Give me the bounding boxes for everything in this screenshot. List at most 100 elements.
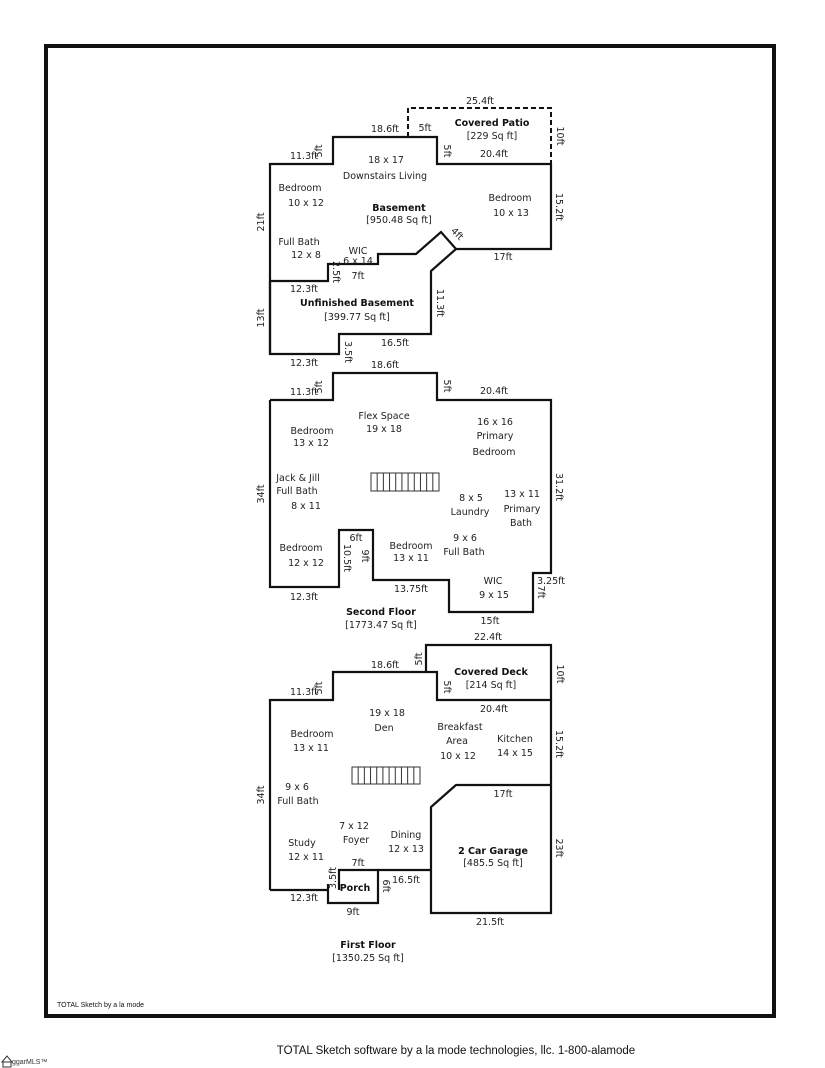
floor-area: [1773.47 Sq ft] [345,620,417,631]
room-dims: 13 x 11 [293,743,329,754]
dimension-label: 15ft [481,616,500,627]
dimension-label: 12.3ft [290,592,318,603]
room-dims: 19 x 18 [369,708,405,719]
dimension-label: 11.3ft [290,151,318,162]
second-floor-outline [268,371,553,614]
room-name: Dining [391,830,422,841]
room-name: Den [374,723,393,734]
room-dims: 13 x 12 [293,438,329,449]
stairs [351,766,421,785]
dimension-label: 4ft [448,226,465,243]
room-dims: 6 x 14 [343,256,373,267]
room-name: Porch [340,883,371,894]
dimension-label: 3.25ft [537,576,565,587]
room-name: WIC [484,576,503,587]
house-icon [0,1055,14,1068]
room-name: Downstairs Living [343,171,427,182]
floor-area: [950.48 Sq ft] [366,215,432,226]
room-name: Bedroom [291,729,334,740]
room-dims: 7 x 12 [339,821,369,832]
room-dims: 16 x 16 [477,417,513,428]
room-dims: 10 x 12 [288,198,324,209]
room-dims: 10 x 13 [493,208,529,219]
dimension-label: 13.75ft [394,584,428,595]
dimension-label: 22.4ft [474,632,502,643]
room-name: Bedroom [291,426,334,437]
first-floor-outline [268,670,553,890]
footer-credit: TOTAL Sketch software by a la mode techn… [277,1045,635,1057]
floor-area: [1350.25 Sq ft] [332,953,404,964]
room-dims: 10 x 12 [440,751,476,762]
dimension-label: 15.2ft [553,193,564,221]
dimension-label: 10ft [554,127,565,146]
dimension-label: 3.5ft [342,341,353,363]
room-name: Primary [477,431,514,442]
room-name: Bedroom [280,543,323,554]
dimension-label: 18.6ft [371,360,399,371]
mls-logo: ggarMLS™ [0,1055,47,1068]
first-floor-plan: Covered Deck [214 Sq ft] 19 x 18 Den Bed… [256,632,565,964]
room-dims: 12 x 12 [288,558,324,569]
dimension-label: 11.3ft [290,687,318,698]
dimension-label: 18.6ft [371,124,399,135]
room-name: Laundry [451,507,490,518]
stair-outline [351,766,421,785]
room-name: Kitchen [497,734,533,745]
room-name: Foyer [343,835,369,846]
room-name: Bedroom [473,447,516,458]
dimension-label: 7ft [535,586,546,599]
room-name: Full Bath [443,547,484,558]
dimension-label: 5ft [419,123,432,134]
room-name: Bedroom [279,183,322,194]
room-name: Breakfast [437,722,482,733]
dimension-label: 10.5ft [341,544,352,572]
dimension-label: 20.4ft [480,704,508,715]
floor-title: Basement [372,203,426,214]
floor-title: First Floor [340,940,396,951]
room-dims: 9 x 15 [479,590,509,601]
dimension-label: 5ft [441,681,452,694]
room-dims: 9 x 6 [285,782,309,793]
stair-outline [370,472,440,492]
dimension-label: 21.5ft [476,917,504,928]
second-floor-plan: Flex Space 19 x 18 Bedroom 13 x 12 16 x … [256,360,565,631]
dimension-label: 15.2ft [553,730,564,758]
unfinished-basement-title: Unfinished Basement [300,298,414,309]
room-dims: 18 x 17 [368,155,404,166]
dimension-label: 11.3ft [290,387,318,398]
room-name: Full Bath [277,796,318,807]
room-name: Jack & Jill [275,473,320,484]
room-dims: 8 x 5 [459,493,483,504]
porch-outline [326,870,380,905]
room-name: Primary [504,504,541,515]
room-dims: 13 x 11 [393,553,429,564]
dimension-label: 34ft [256,785,267,804]
room-dims: 12 x 11 [288,852,324,863]
room-dims: 8 x 11 [291,501,321,512]
dimension-label: 5ft [314,144,325,157]
room-dims: 19 x 18 [366,424,402,435]
room-name: Area [446,736,468,747]
dimension-label: 11.3ft [434,289,445,317]
covered-deck-area: [214 Sq ft] [466,680,517,691]
dimension-label: 3.5ft [328,867,339,889]
dimension-label: 16.5ft [381,338,409,349]
covered-deck-title: Covered Deck [454,667,528,678]
stairs [370,472,440,492]
garage-outline [429,783,553,915]
room-dims: 9 x 6 [453,533,477,544]
dimension-label: 7ft [352,858,365,869]
room-name: Full Bath [278,237,319,248]
dimension-label: 12.3ft [290,284,318,295]
room-name: Flex Space [358,411,410,422]
dimension-label: 10ft [554,665,565,684]
room-dims: 13 x 11 [504,489,540,500]
dimension-label: 16.5ft [392,875,420,886]
frame-credit: TOTAL Sketch by a la mode [57,1002,144,1009]
dimension-label: 7ft [352,271,365,282]
dimension-label: 31.2ft [553,473,564,501]
room-name: Study [288,838,316,849]
dimension-label: 23ft [553,839,564,858]
dimension-label: 13ft [256,308,267,327]
covered-deck-outline [424,643,553,700]
